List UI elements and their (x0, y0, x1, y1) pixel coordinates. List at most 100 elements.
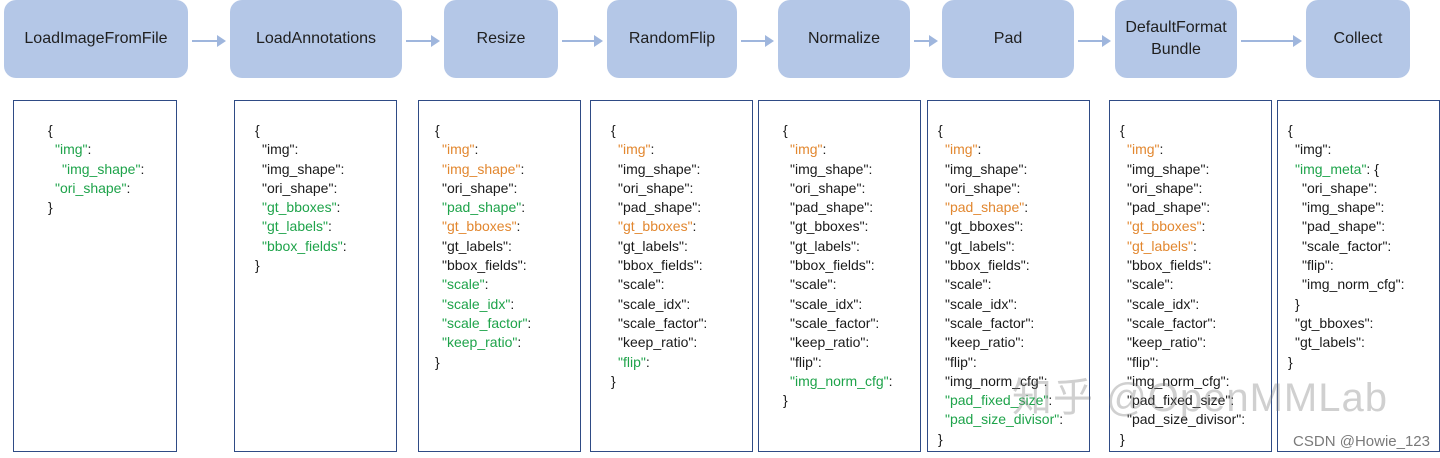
field-key: "scale_factor" (790, 314, 876, 331)
field-suffix: : (1225, 372, 1230, 389)
stage-node-2: Resize (444, 0, 558, 78)
field-suffix: : (1025, 257, 1030, 274)
stage-label: Collect (1333, 30, 1383, 47)
field-suffix: : (832, 276, 837, 293)
field-line: } (1288, 295, 1405, 314)
field-line: "img_shape": (1120, 160, 1245, 179)
field-key: { (611, 122, 616, 138)
field-line: "ori_shape": (611, 179, 707, 198)
field-suffix: : (817, 353, 822, 370)
field-key: "scale_idx" (945, 295, 1014, 312)
field-key: "pad_fixed_size" (945, 392, 1049, 409)
field-suffix: : (686, 295, 691, 312)
field-key: "img" (945, 141, 978, 158)
field-suffix: : (1043, 372, 1048, 389)
field-line: "flip": (611, 353, 707, 372)
field-key: "ori_shape" (262, 179, 334, 196)
field-suffix: : (333, 179, 338, 196)
field-key: } (48, 199, 53, 216)
field-suffix: : (1387, 237, 1392, 254)
field-key: "ori_shape" (442, 179, 514, 196)
stage-node-6: DefaultFormat Bundle (1115, 0, 1237, 78)
field-line: "pad_shape": (938, 198, 1063, 217)
field-line: "img_shape": (783, 160, 893, 179)
field-box-4: {"img":"img_shape":"ori_shape":"pad_shap… (758, 100, 921, 452)
field-line: "gt_labels": (1120, 237, 1245, 256)
field-suffix: : (1201, 218, 1206, 235)
field-suffix: : (1020, 334, 1025, 351)
field-key: "scale_factor" (945, 314, 1031, 331)
field-suffix: : (513, 179, 518, 196)
field-line: { (48, 121, 144, 140)
field-line: "keep_ratio": (783, 333, 893, 352)
field-line: { (611, 121, 707, 140)
field-line: { (435, 121, 531, 140)
field-key: "ori_shape" (1302, 179, 1374, 196)
field-suffix: : (987, 276, 992, 293)
field-suffix: : (869, 199, 874, 216)
field-key: "scale" (1127, 276, 1170, 293)
field-suffix: : (521, 199, 526, 216)
field-suffix: : (1205, 160, 1210, 177)
field-line: "bbox_fields": (611, 256, 707, 275)
field-suffix: : (1195, 295, 1200, 312)
field-key: { (435, 122, 440, 138)
field-key: "ori_shape" (790, 179, 862, 196)
field-key: "img" (262, 141, 295, 158)
field-key: "img_shape" (62, 160, 141, 177)
field-line: } (435, 353, 531, 372)
field-line: } (783, 391, 893, 410)
field-suffix: : (645, 353, 650, 370)
field-suffix: : (1010, 237, 1015, 254)
field-key: "img_shape" (790, 160, 869, 177)
field-key: } (938, 430, 943, 447)
field-suffix: : (977, 141, 982, 158)
flow-arrow-3 (741, 35, 774, 47)
field-line: "img": (48, 140, 144, 159)
field-line: { (783, 121, 893, 140)
field-key: "ori_shape" (1127, 179, 1199, 196)
field-line: "img": (255, 140, 347, 159)
field-key: "gt_bboxes" (1127, 218, 1202, 235)
field-line: "ori_shape": (255, 179, 347, 198)
stage-label: Resize (476, 30, 526, 47)
stage-node-7: Collect (1306, 0, 1410, 78)
field-line: "img_shape": (938, 160, 1063, 179)
field-suffix: : (861, 179, 866, 196)
field-key: "ori_shape" (55, 179, 127, 196)
field-suffix: : (1212, 314, 1217, 331)
field-line: "scale_idx": (435, 295, 531, 314)
field-line: "img": (611, 140, 707, 159)
field-key: "flip" (945, 353, 973, 370)
field-key: "img_meta" (1295, 160, 1367, 177)
field-line: "gt_labels": (1288, 333, 1405, 352)
field-key: "gt_labels" (262, 218, 328, 235)
field-suffix: : (1030, 314, 1035, 331)
field-line: "gt_bboxes": (1288, 314, 1405, 333)
field-suffix: : (474, 141, 479, 158)
field-suffix: : (858, 295, 863, 312)
field-key: } (611, 372, 616, 389)
field-line: "img_norm_cfg": (1120, 372, 1245, 391)
field-suffix: : (1059, 411, 1064, 428)
field-key: "img_norm_cfg" (790, 372, 889, 389)
field-key: { (255, 122, 260, 138)
field-key: "flip" (790, 353, 818, 370)
field-line: "bbox_fields": (1120, 256, 1245, 275)
field-key: "scale_idx" (442, 295, 511, 312)
field-key: "pad_shape" (1127, 199, 1207, 216)
field-suffix: : (510, 295, 515, 312)
field-line: } (255, 256, 347, 275)
field-line: "ori_shape": (1120, 179, 1245, 198)
flow-arrow-2 (562, 35, 603, 47)
field-line: "img_shape": (435, 160, 531, 179)
field-line: "gt_labels": (783, 237, 893, 256)
field-key: "pad_shape" (945, 199, 1025, 216)
field-suffix: : (1024, 199, 1029, 216)
field-line: "img": (435, 140, 531, 159)
field-key: "pad_fixed_size" (1127, 392, 1231, 409)
field-line: "scale_factor": (783, 314, 893, 333)
field-key: "img" (790, 141, 823, 158)
field-box-7: {"img":"img_meta": {"ori_shape":"img_sha… (1277, 100, 1440, 452)
field-key: "bbox_fields" (945, 257, 1026, 274)
